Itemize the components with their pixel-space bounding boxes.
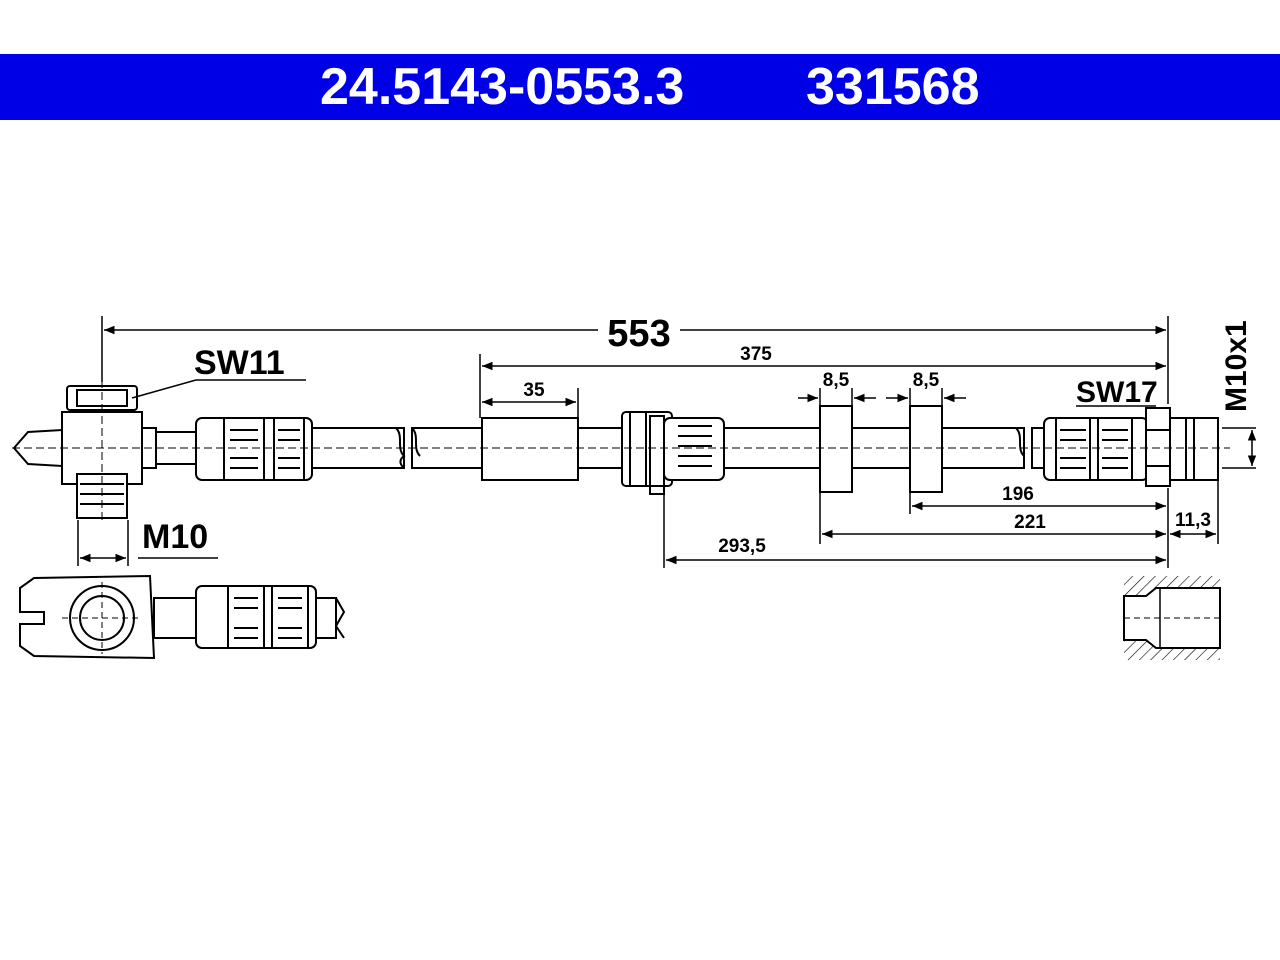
label-8-5-b: 8,5 <box>913 370 940 391</box>
dimension-lines <box>77 316 1257 568</box>
header-bar: 24.5143-0553.3 331568 <box>0 54 1280 120</box>
label-553: 553 <box>607 313 670 355</box>
centerlines <box>12 380 1230 520</box>
dimension-labels: 553 375 35 8,5 8,5 SW11 SW17 M10 196 221… <box>142 312 1253 557</box>
label-m10x1: M10x1 <box>1220 320 1253 412</box>
protective-sleeve <box>481 417 579 481</box>
label-221: 221 <box>1014 512 1046 533</box>
banjo-fitting-left <box>12 385 197 519</box>
label-8-5-a: 8,5 <box>823 370 850 391</box>
label-375: 375 <box>740 344 772 365</box>
leader-sw11 <box>131 379 306 399</box>
nut-fitting-right <box>1145 407 1219 487</box>
part-number: 24.5143-0553.3 <box>320 58 685 116</box>
label-sw11: SW11 <box>194 344 285 382</box>
label-35: 35 <box>523 380 545 401</box>
port-section-detail <box>1123 576 1221 660</box>
holder-clip-1 <box>819 405 853 493</box>
label-196: 196 <box>1002 484 1034 505</box>
crimp-sleeve-right <box>1043 417 1149 481</box>
label-293-5: 293,5 <box>718 536 766 557</box>
label-sw17: SW17 <box>1076 376 1158 409</box>
label-11-3: 11,3 <box>1175 510 1211 531</box>
holder-clip-2 <box>909 405 943 493</box>
hose-side-view <box>12 385 1219 519</box>
label-m10: M10 <box>142 518 208 556</box>
reference-code: 331568 <box>806 58 980 116</box>
banjo-top-view <box>19 574 346 660</box>
bracket-fitting <box>621 411 725 495</box>
crimp-sleeve-left <box>195 417 313 481</box>
